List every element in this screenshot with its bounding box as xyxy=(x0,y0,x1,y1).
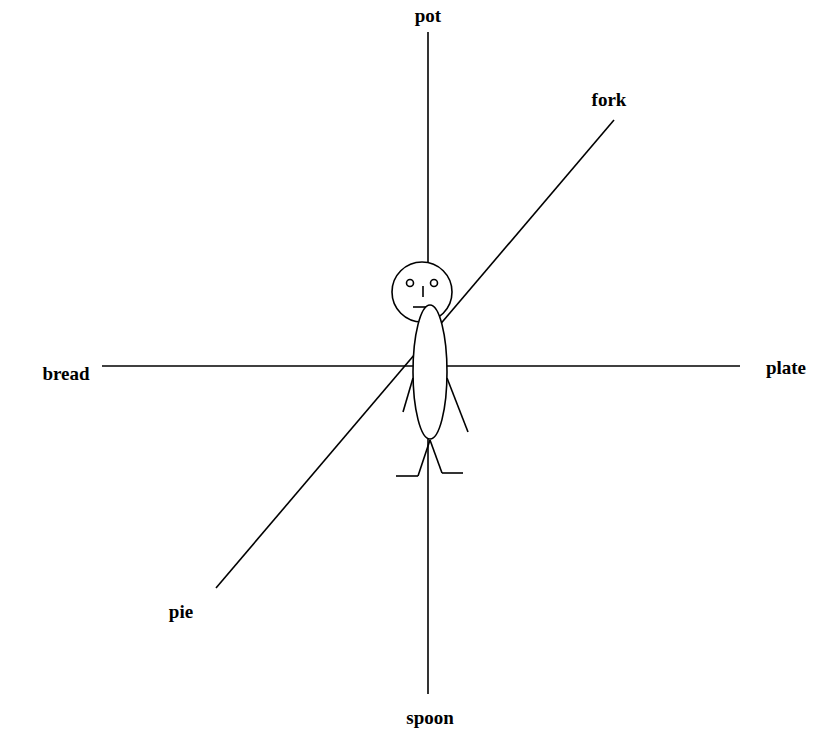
item-label: bread xyxy=(42,363,89,385)
foot xyxy=(442,472,463,474)
leg xyxy=(430,440,442,473)
diagonal-line xyxy=(216,120,614,588)
nose xyxy=(422,286,424,297)
eye xyxy=(431,280,438,287)
leg xyxy=(418,440,430,476)
body xyxy=(413,305,447,439)
item-label: pie xyxy=(169,601,193,623)
item-label: fork xyxy=(592,89,627,111)
item-label: spoon xyxy=(406,707,454,729)
item-label: plate xyxy=(766,357,806,379)
item-label: pot xyxy=(415,5,441,27)
eye xyxy=(407,280,414,287)
arm xyxy=(447,378,468,432)
foot xyxy=(396,475,418,477)
arm xyxy=(403,378,413,412)
